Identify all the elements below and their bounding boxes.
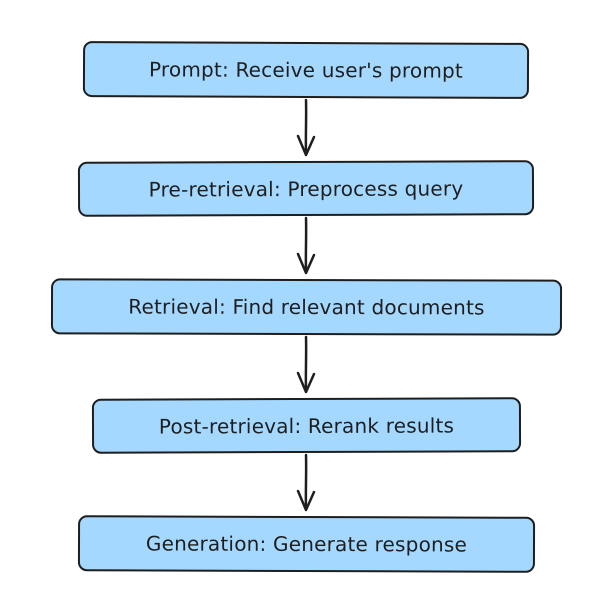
step-generation-label: Generation: Generate response	[145, 531, 468, 557]
step-post-retrieval: Post-retrieval: Rerank results	[91, 397, 522, 454]
step-generation: Generation: Generate response	[77, 515, 536, 573]
arrow-1-to-2	[296, 98, 316, 157]
arrow-2-to-3	[296, 216, 316, 275]
step-retrieval-label: Retrieval: Find relevant documents	[128, 294, 485, 320]
step-pre-retrieval-label: Pre-retrieval: Preprocess query	[148, 175, 464, 202]
step-retrieval: Retrieval: Find relevant documents	[50, 278, 563, 336]
step-prompt-label: Prompt: Receive user's prompt	[148, 57, 464, 83]
step-prompt: Prompt: Receive user's prompt	[82, 41, 530, 99]
step-pre-retrieval: Pre-retrieval: Preprocess query	[77, 160, 535, 217]
arrow-3-to-4	[296, 335, 316, 394]
arrow-4-to-5	[296, 453, 316, 512]
step-post-retrieval-label: Post-retrieval: Rerank results	[158, 412, 455, 439]
